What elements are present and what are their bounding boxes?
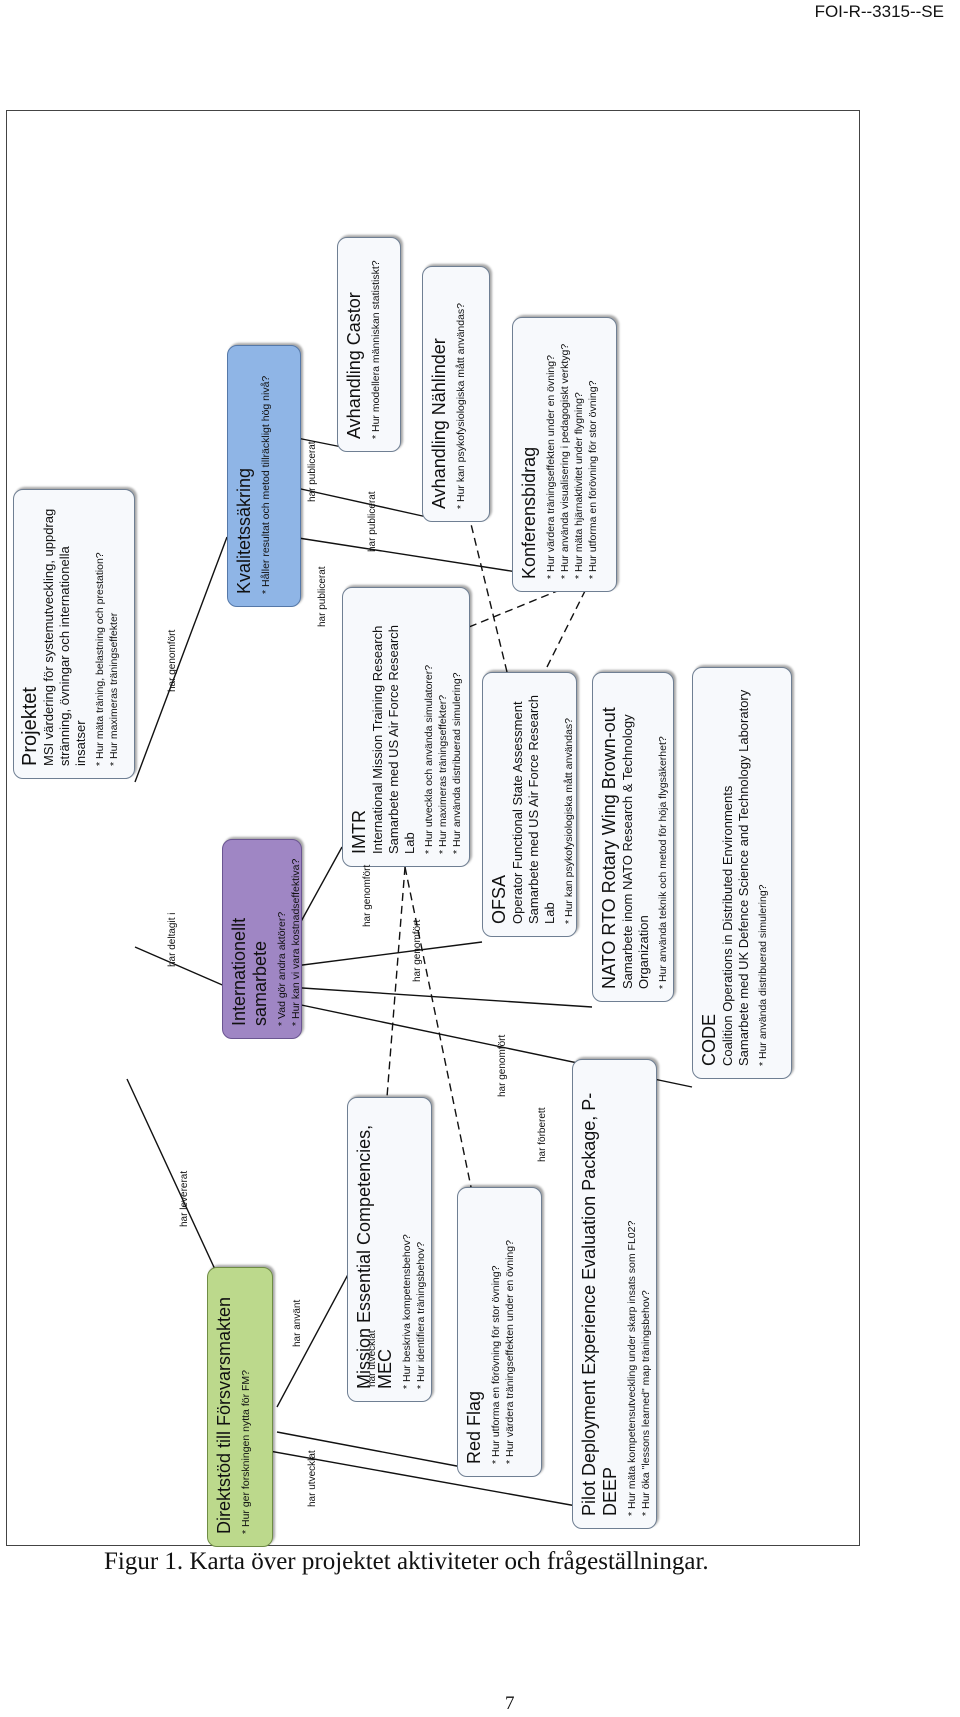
konferens-question-4: * Hur utforma en förövning för stor övni… — [587, 380, 599, 579]
mec-question-1: * Hur beskriva kompetensbehov? — [401, 1234, 413, 1389]
imtr-title: IMTR — [349, 810, 369, 854]
node-internationellt: Internationellt samarbete * Vad gör andr… — [222, 839, 302, 1039]
edge-label-har-utvecklat: har utvecklat — [307, 1450, 318, 1507]
node-nahlinder: Avhandling Nählinder * Hur kan psykofysi… — [422, 266, 490, 522]
ofsa-subtitle-1: Operator Functional State Assessment — [510, 701, 525, 924]
kvalitet-title: Kvalitetssäkring — [234, 467, 254, 594]
edge-label-har-genomfort: har genomfört — [497, 1034, 508, 1097]
edge-projektet-kvalitet — [134, 536, 228, 783]
edge-label-har-levererat: har levererat — [179, 1170, 190, 1227]
imtr-question-2: * Hur maximeras träningseffekter? — [437, 694, 449, 854]
code-subtitle-2: Samarbete med UK Defence Science and Tec… — [736, 689, 751, 1066]
edge-label-har-utvecklat: har utvecklat — [367, 1330, 378, 1387]
node-ofsa: OFSA Operator Functional State Assessmen… — [482, 672, 577, 937]
edge-label-har-publicerat: har publicerat — [317, 566, 328, 627]
projektet-subtitle-1: MSI värdering för systemutveckling, uppd… — [41, 508, 56, 766]
castor-title: Avhandling Castor — [344, 292, 364, 439]
pdeep-question-2: * Hur öka "lessons learned" map tränings… — [640, 1290, 652, 1516]
projektet-question-1: * Hur mäta träning, belastning och prest… — [94, 552, 106, 766]
report-id: FOI-R--3315--SE — [814, 2, 944, 21]
dashed-imtr-mec — [386, 866, 406, 1098]
node-imtr: IMTR International Mission Training Rese… — [342, 587, 470, 867]
code-subtitle-1: Coalition Operations in Distributed Envi… — [720, 785, 735, 1066]
code-question-1: * Hur använda distribuerad simulering? — [757, 884, 769, 1066]
kvalitet-question-1: * Håller resultat och metod tillräckligt… — [260, 375, 272, 594]
node-nato: NATO RTO Rotary Wing Brown-out Samarbete… — [592, 672, 674, 1002]
edge-direktstod-pdeep — [246, 1446, 583, 1508]
mec-question-2: * Hur identifiera träningsbehov? — [415, 1241, 427, 1389]
node-projektet: Projektet MSI värdering för systemutveck… — [13, 489, 135, 779]
projektet-question-2: * Hur maximeras träningseffekter — [108, 612, 120, 766]
edge-label-har-publicerat: har publicerat — [307, 441, 318, 502]
direktstod-title: Direktstöd till Försvarsmakten — [214, 1296, 234, 1534]
castor-question-1: * Hur modellera människan statistiskt? — [370, 260, 382, 439]
imtr-question-3: * Hur använda distribuerad simulering? — [451, 672, 463, 854]
imtr-subtitle-1: International Mission Training Research — [370, 625, 385, 854]
edge-direktstod-mec — [276, 1266, 353, 1408]
edge-internationellt-nato — [286, 986, 593, 1008]
node-kvalitet: Kvalitetssäkring * Håller resultat och m… — [227, 345, 301, 607]
konferens-question-3: * Hur mäta hjärnaktivitet under flygning… — [573, 392, 585, 579]
internationellt-question-1: * Vad gör andra aktörer? — [276, 911, 288, 1026]
konferens-title: Konferensbidrag — [519, 446, 539, 579]
edge-kvalitet-konferens — [291, 536, 518, 573]
node-konferens: Konferensbidrag * Hur värdera träningsef… — [512, 317, 617, 592]
node-direktstod: Direktstöd till Försvarsmakten * Hur ger… — [207, 1267, 273, 1547]
figure-caption: Figur 1. Karta över projektet aktivitete… — [104, 1548, 709, 1575]
concept-map-canvas: Projektet MSI värdering för systemutveck… — [7, 111, 861, 1547]
imtr-question-1: * Hur utveckla och använda simulatorer? — [423, 664, 435, 854]
dashed-ofsa-konferens — [546, 586, 588, 668]
node-code: CODE Coalition Operations in Distributed… — [692, 667, 792, 1079]
edge-projektet-internationellt — [134, 946, 228, 988]
imtr-subtitle-2: Samarbete med US Air Force Research Lab — [386, 624, 417, 854]
projektet-title: Projektet — [19, 687, 41, 766]
edge-label-har-genomfort: har genomfört — [412, 919, 423, 982]
internationellt-title: Internationellt samarbete — [229, 917, 270, 1026]
dashed-imtr-konferens — [468, 586, 568, 628]
node-pdeep: Pilot Deployment Experience Evaluation P… — [572, 1059, 657, 1529]
node-castor: Avhandling Castor * Hur modellera männis… — [337, 237, 401, 452]
konferens-question-1: * Hur värdera träningseffekten under en … — [545, 355, 557, 579]
internationellt-question-2: * Hur kan vi vara kostnadseffektiva? — [290, 858, 302, 1026]
projektet-subtitle-2: stränning, övningar och internationella … — [57, 546, 88, 766]
redflag-question-1: * Hur utforma en förövning för stor övni… — [490, 1265, 502, 1464]
concept-map: Projektet MSI värdering för systemutveck… — [6, 110, 861, 1547]
edge-internationellt-ofsa — [286, 941, 483, 968]
edge-label-har-forberett: har förberett — [537, 1107, 548, 1162]
connector-lines — [126, 436, 693, 1508]
ofsa-subtitle-2: Samarbete med US Air Force Research Lab — [526, 694, 557, 924]
direktstod-question-1: * Hur ger forskningen nytta för FM? — [240, 1370, 252, 1534]
redflag-question-2: * Hur värdera träningseffekten under en … — [504, 1240, 516, 1464]
node-redflag: Red Flag * Hur utforma en förövning för … — [457, 1187, 542, 1477]
nato-question-1: * Hur använda teknik och metod för höja … — [657, 736, 669, 989]
dashed-imtr-redflag — [404, 866, 473, 1193]
nahlinder-question-1: * Hur kan psykofysiologiska mått använda… — [455, 302, 467, 509]
pdeep-question-1: * Hur mäta kompetensutveckling under ska… — [626, 1220, 638, 1516]
edge-label-har-anvant: har använt — [292, 1299, 303, 1347]
pdeep-title: Pilot Deployment Experience Evaluation P… — [579, 1092, 620, 1516]
ofsa-title: OFSA — [489, 874, 509, 924]
code-title: CODE — [699, 1013, 719, 1066]
nato-subtitle-1: Samarbete inom NATO Research & Technolog… — [620, 714, 651, 989]
redflag-title: Red Flag — [464, 1390, 484, 1464]
nahlinder-title: Avhandling Nählinder — [429, 338, 449, 509]
edge-direktstod-redflag — [276, 1431, 463, 1468]
nato-title: NATO RTO Rotary Wing Brown-out — [599, 707, 619, 989]
page-number: 7 — [505, 1693, 515, 1714]
konferens-question-2: * Hur använda visualisering i pedagogisk… — [559, 343, 571, 579]
edge-label-har-genomfort: har genomfört — [167, 629, 178, 692]
edge-label-har-deltagit-i: har deltagit i — [167, 912, 178, 967]
edge-label-har-publicerat: har publicerat — [367, 491, 378, 552]
node-mec: Mission Essential Competencies, MEC * Hu… — [347, 1097, 432, 1402]
ofsa-question-1: * Hur kan psykofysiologiska mått använda… — [563, 717, 575, 924]
edge-kvalitet-nahlinder — [291, 486, 428, 518]
edge-label-har-genomfort: har genomfört — [362, 864, 373, 927]
